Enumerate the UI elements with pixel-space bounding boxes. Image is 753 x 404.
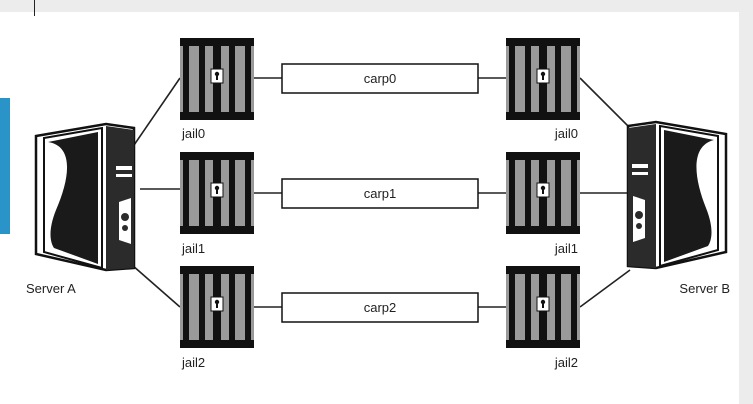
carp-box	[281, 63, 479, 94]
jail-cell-icon	[179, 151, 255, 235]
carp-label: carp1	[364, 186, 397, 201]
window-right-edge	[739, 0, 753, 404]
jail-label-right: jail1	[554, 241, 578, 256]
link-server-a-jail0-left	[131, 77, 181, 149]
window-top-edge	[0, 0, 753, 12]
caret-marker	[34, 0, 35, 16]
jail-label-right: jail2	[554, 355, 578, 370]
jail-label-left: jail1	[181, 241, 205, 256]
link-jail2-right-server-b	[579, 269, 631, 308]
server-b-label: Server B	[679, 281, 730, 296]
tower-server-icon	[626, 120, 728, 270]
connector-lines	[131, 77, 631, 308]
accent-bar	[0, 98, 10, 234]
carp-label: carp2	[364, 300, 397, 315]
jail-cell-icon	[179, 265, 255, 349]
server-a-label: Server A	[26, 281, 76, 296]
jail-label-left: jail2	[181, 355, 205, 370]
jail-cell-icon	[179, 37, 255, 121]
carp-box	[281, 292, 479, 323]
carp-box	[281, 178, 479, 209]
tower-server-icon	[34, 122, 136, 272]
link-server-a-jail2-left	[131, 264, 181, 308]
link-jail0-right-server-b	[579, 77, 631, 129]
jail-cell-icon	[505, 265, 581, 349]
jail-label-left: jail0	[181, 126, 205, 141]
jail-label-right: jail0	[554, 126, 578, 141]
jail-cell-icon	[505, 151, 581, 235]
carp-label: carp0	[364, 71, 397, 86]
jail-cell-icon	[505, 37, 581, 121]
